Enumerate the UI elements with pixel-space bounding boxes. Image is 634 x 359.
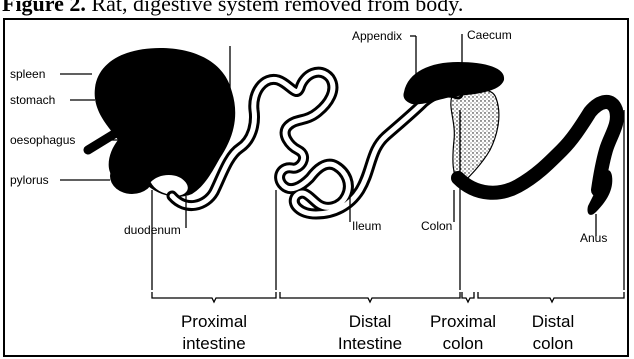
proximal-colon-label-line1: Proximal xyxy=(430,312,496,331)
distal-intestine-label-line2: Intestine xyxy=(338,334,402,353)
pylorus-label: pylorus xyxy=(10,173,49,187)
distal-colon-label-line2: colon xyxy=(533,334,574,353)
distal-colon-label-line1: Distal xyxy=(532,312,575,331)
stomach-label: stomach xyxy=(10,93,55,107)
oesophagus-label: oesophagus xyxy=(10,133,75,147)
appendix-label: Appendix xyxy=(352,29,402,43)
colon-label: Colon xyxy=(421,219,452,233)
distal-intestine-label-line1: Distal xyxy=(349,312,392,331)
proximal-colon-label-line2: colon xyxy=(443,334,484,353)
proximal-intestine-label-line1: Proximal xyxy=(181,312,247,331)
pylorus-shape xyxy=(110,158,154,194)
ileum-label: Ileum xyxy=(352,219,381,233)
duodenum-label: duodenum xyxy=(124,223,181,237)
proximal-intestine-label-line2: intestine xyxy=(182,334,245,353)
anus-label: Anus xyxy=(580,231,607,245)
caecum-label: Caecum xyxy=(467,28,512,42)
section-brackets xyxy=(152,292,624,302)
spleen-label: spleen xyxy=(10,67,45,81)
